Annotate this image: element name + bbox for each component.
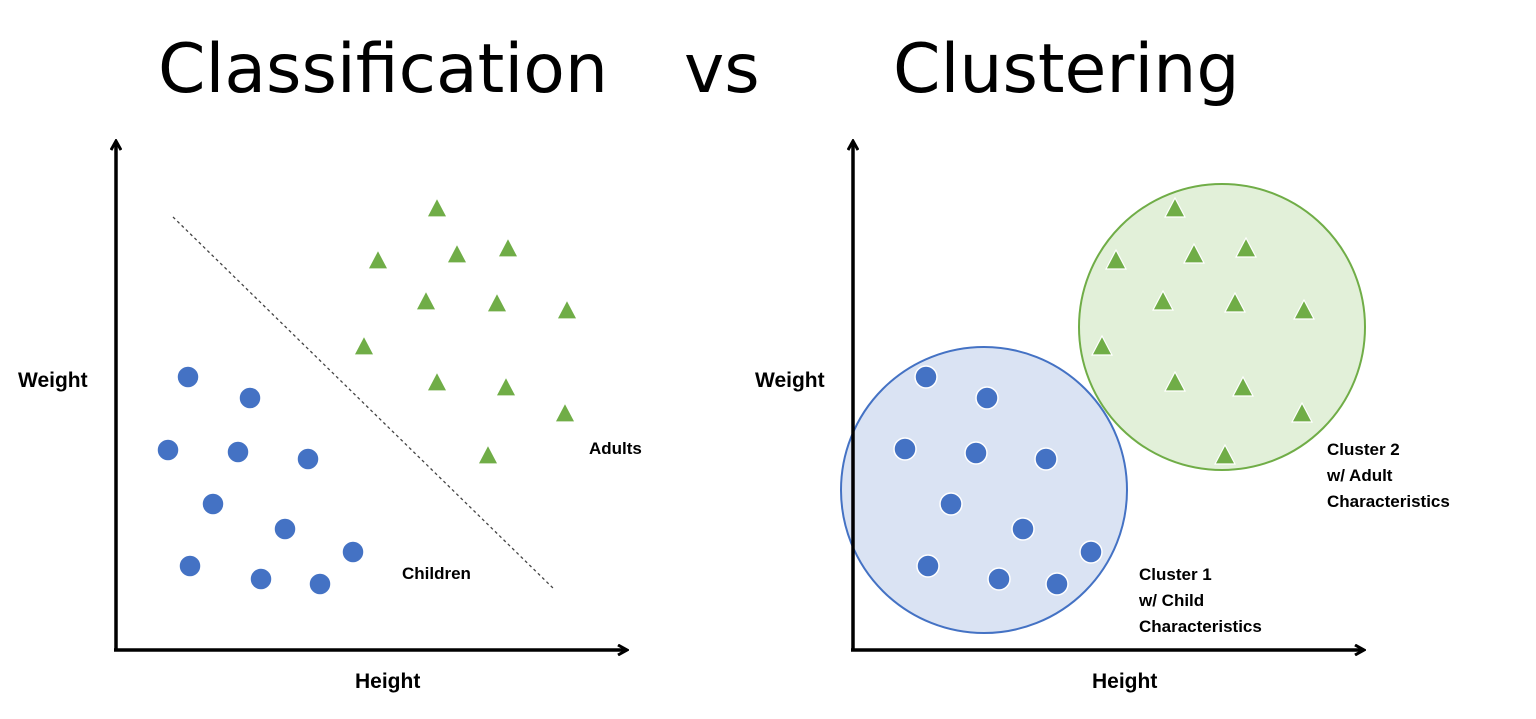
- adult-data-point: [554, 401, 576, 423]
- adult-data-point: [495, 375, 517, 397]
- adult-data-point: [556, 298, 578, 320]
- cluster-1-data-point: [1034, 447, 1058, 471]
- child-data-point: [178, 554, 202, 578]
- adult-data-point: [426, 196, 448, 218]
- cluster-2-data-point: [1152, 289, 1174, 311]
- cluster-1-data-point: [964, 441, 988, 465]
- adult-data-point: [415, 289, 437, 311]
- child-data-point: [226, 440, 250, 464]
- child-data-point: [156, 438, 180, 462]
- cluster-2-data-point: [1164, 370, 1186, 392]
- cluster-1-data-point: [914, 365, 938, 389]
- title-classification: Classification: [158, 30, 608, 109]
- adult-data-point: [486, 291, 508, 313]
- decision-boundary-line: [172, 216, 556, 591]
- cluster-1-data-point: [1079, 540, 1103, 564]
- clustering-x-axis-label: Height: [1092, 670, 1157, 693]
- cluster-2-data-point: [1214, 443, 1236, 465]
- cluster-1-data-point: [987, 567, 1011, 591]
- title-vs: vs: [684, 30, 760, 109]
- cluster-2-data-point: [1232, 375, 1254, 397]
- cluster-1-label-line: Cluster 1: [1139, 565, 1212, 584]
- cluster-1-data-point: [1045, 572, 1069, 596]
- cluster-1-label-line: w/ Child: [1138, 591, 1204, 610]
- child-data-point: [176, 365, 200, 389]
- cluster-2-data-point: [1091, 334, 1113, 356]
- child-data-point: [341, 540, 365, 564]
- cluster-1-label-line: Characteristics: [1139, 617, 1262, 636]
- cluster-2-data-point: [1183, 242, 1205, 264]
- cluster-1-label: Cluster 1 w/ Child Characteristics: [1138, 565, 1262, 636]
- child-data-point: [201, 492, 225, 516]
- adult-data-point: [497, 236, 519, 258]
- cluster-1-data-point: [893, 437, 917, 461]
- adult-data-point: [353, 334, 375, 356]
- cluster-2-label: Cluster 2 w/ Adult Characteristics: [1326, 440, 1450, 511]
- clustering-y-axis-label: Weight: [755, 369, 825, 392]
- classification-y-axis-label: Weight: [18, 369, 88, 392]
- cluster-2-data-point: [1164, 196, 1186, 218]
- child-data-point: [273, 517, 297, 541]
- child-data-point: [308, 572, 332, 596]
- adult-data-point: [477, 443, 499, 465]
- adult-data-point: [367, 248, 389, 270]
- cluster-1-data-point: [916, 554, 940, 578]
- cluster-1-data-point: [939, 492, 963, 516]
- cluster-2-data-point: [1224, 291, 1246, 313]
- cluster-2-data-point: [1291, 401, 1313, 423]
- cluster-2-circle: [1078, 183, 1366, 471]
- adult-data-point: [446, 242, 468, 264]
- cluster-2-label-line: Characteristics: [1327, 492, 1450, 511]
- adults-label: Adults: [589, 439, 642, 458]
- child-data-point: [249, 567, 273, 591]
- cluster-2-data-point: [1293, 298, 1315, 320]
- cluster-1-data-point: [1011, 517, 1035, 541]
- cluster-1-circle: [840, 346, 1128, 634]
- cluster-1-data-point: [975, 386, 999, 410]
- cluster-2-label-line: w/ Adult: [1326, 466, 1393, 485]
- cluster-2-data-point: [1235, 236, 1257, 258]
- children-label: Children: [402, 564, 471, 583]
- child-data-point: [238, 386, 262, 410]
- data-markers: [156, 196, 1315, 596]
- classification-x-axis-label: Height: [355, 670, 420, 693]
- cluster-2-label-line: Cluster 2: [1327, 440, 1400, 459]
- child-data-point: [296, 447, 320, 471]
- cluster-2-data-point: [1105, 248, 1127, 270]
- title-clustering: Clustering: [893, 30, 1240, 109]
- adult-data-point: [426, 370, 448, 392]
